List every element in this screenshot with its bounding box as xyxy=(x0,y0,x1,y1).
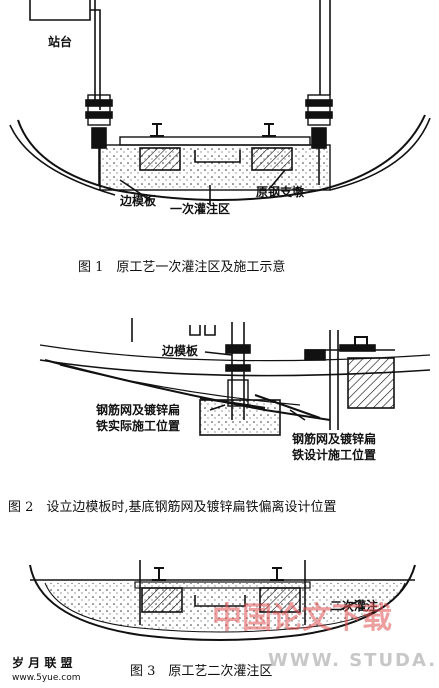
watermark-right: 中国论文下载 WWW. STUDA. xyxy=(212,601,437,671)
watermark-cn-text: 中国论文下载 xyxy=(212,601,392,636)
sleeper-right xyxy=(251,147,293,171)
figure-1 xyxy=(9,0,431,205)
left-fastener-assembly xyxy=(85,94,113,185)
label-design-position-line1: 钢筋网及镀锌扁 xyxy=(292,431,376,446)
label-side-formwork-1: 边模板 xyxy=(119,193,157,208)
track-bed-1 xyxy=(99,144,331,191)
label-steel-support: 原钢支墩 xyxy=(256,184,305,199)
label-actual-position-line2: 铁实际施工位置 xyxy=(96,418,180,433)
label-pour-zone-1: 一次灌注区 xyxy=(170,201,230,216)
watermark-url-left: www.5yue.com xyxy=(12,673,81,683)
label-platform: 站台 xyxy=(48,34,72,49)
sleeper-fig2 xyxy=(347,357,395,409)
watermark-logo-text: 岁 月 联 盟 xyxy=(12,655,73,670)
caption-figure-2: 图 2 设立边模板时,基底钢筋网及镀锌扁铁偏离设计位置 xyxy=(8,500,337,515)
watermark-url-right: WWW. STUDA. xyxy=(268,650,437,671)
watermark-left: 岁 月 联 盟 www.5yue.com xyxy=(12,655,81,683)
figure-2 xyxy=(39,318,431,436)
label-side-formwork-2: 边模板 xyxy=(161,343,199,358)
tunnel-arc-1 xyxy=(17,114,426,201)
figure-3 xyxy=(29,560,416,641)
label-actual-position-line1: 钢筋网及镀锌扁 xyxy=(96,402,180,417)
tunnel-arc-3 xyxy=(29,564,416,641)
label-pour-zone-3: 二次灌注 xyxy=(330,598,378,613)
label-design-position-line2: 铁设计施工位置 xyxy=(292,447,376,462)
caption-figure-1: 图 1 原工艺一次灌注区及施工示意 xyxy=(78,260,286,275)
platform-outline xyxy=(29,0,91,21)
sleeper-left-3 xyxy=(141,587,183,613)
sleeper-left xyxy=(139,147,181,171)
sleeper-right-3 xyxy=(259,587,301,613)
caption-figure-3: 图 3 原工艺二次灌注区 xyxy=(130,664,273,679)
